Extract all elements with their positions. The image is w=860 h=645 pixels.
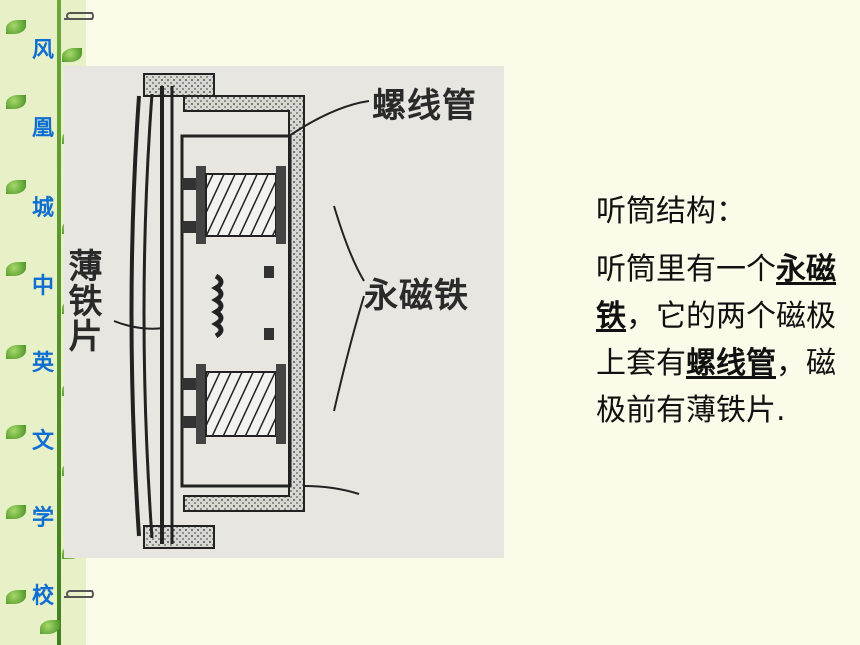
school-char: 校 (31, 584, 54, 609)
section-title: 听筒结构： (596, 194, 746, 229)
iron-sheet-label: 薄铁片 (62, 248, 102, 353)
leaf-icon (6, 345, 26, 359)
school-char: 学 (31, 506, 54, 531)
vine-stem (57, 0, 61, 645)
school-char: 城 (31, 196, 54, 221)
paperclip-icon (64, 12, 94, 20)
text-segment: ，磁极前有薄铁片. (596, 346, 836, 428)
school-char: 文 (31, 429, 54, 454)
school-char: 英 (31, 351, 54, 376)
school-char: 凰 (31, 116, 54, 141)
leaf-icon (6, 590, 26, 604)
magnet-term: 永磁铁 (596, 252, 836, 334)
explanation-text: 听筒结构： 听筒里有一个永磁铁，它的两个磁极上套有螺线管，磁极前有薄铁片. (596, 186, 846, 434)
solenoid-term: 螺线管 (686, 346, 776, 381)
leaf-icon (6, 425, 26, 439)
magnet-label: 永磁铁 (364, 276, 469, 316)
leaf-icon (6, 95, 26, 109)
earpiece-drawing (113, 73, 370, 549)
leaf-icon (6, 180, 26, 194)
leaf-icon (62, 48, 82, 62)
text-segment: 听筒里有一个 (596, 252, 776, 287)
explanation-paragraph: 听筒里有一个永磁铁，它的两个磁极上套有螺线管，磁极前有薄铁片. (596, 246, 846, 434)
solenoid-label: 螺线管 (372, 86, 477, 126)
school-char: 中 (31, 274, 54, 299)
leaf-icon (6, 262, 26, 276)
school-char: 风 (31, 38, 54, 63)
paperclip-icon (64, 590, 94, 598)
earpiece-diagram: 螺线管 永磁铁 薄铁片 (62, 66, 504, 558)
leaf-icon (40, 620, 60, 634)
leaf-icon (6, 20, 26, 34)
leaf-icon (6, 505, 26, 519)
text-segment: ，它的两个磁极上套有 (596, 299, 836, 381)
